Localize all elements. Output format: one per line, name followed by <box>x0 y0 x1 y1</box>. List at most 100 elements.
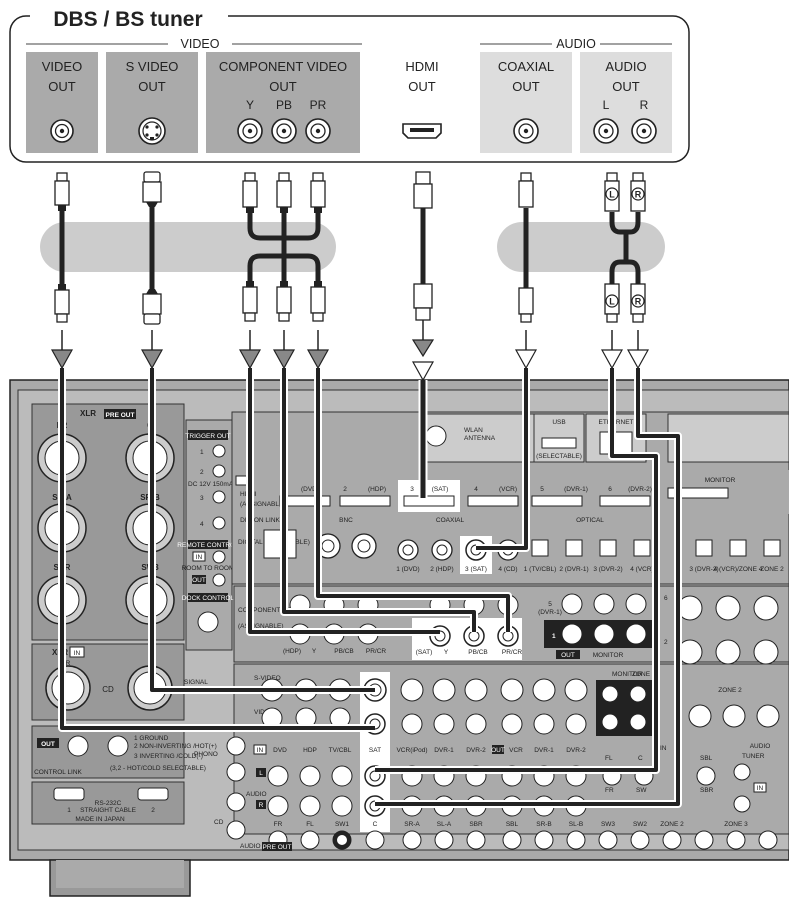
preout-jacks <box>268 830 778 850</box>
xlr-in-r: R <box>66 660 71 667</box>
usb-sub-label: (SELECTABLE) <box>536 453 582 460</box>
trigger-2: 2 <box>200 469 204 476</box>
opt-in2: 2 (DVR-1) <box>559 566 588 573</box>
audio-col-dvr2-out: DVR-2 <box>566 747 586 754</box>
tuner-audio-label: AUDIO <box>750 743 771 750</box>
hdmi-assignable: (ASSIGNABLE) <box>240 501 286 508</box>
s-video-cable <box>142 171 162 325</box>
trigger-spec: DC 12V 150mA MAX. <box>188 481 251 488</box>
control-link-pin1: 1 GROUND <box>134 735 169 742</box>
video-out-sub: OUT <box>48 79 76 94</box>
dock-control-label: DOCK CONTROL <box>182 595 235 602</box>
cable-bundle-highlight-right <box>497 222 665 272</box>
remote-out-badge: OUT <box>192 577 206 584</box>
audio-cable: L R L R <box>604 172 646 323</box>
hdmi-in4-label: (VCR) <box>499 486 517 493</box>
xlr-in-cd: CD <box>102 685 114 694</box>
audio-row-label: AUDIO <box>246 791 267 798</box>
component-pr-jack-icon <box>305 118 331 144</box>
component-in-label: COMPONENT VIDEO <box>238 607 302 614</box>
audio-plug-l-badge-bottom: L <box>609 297 615 307</box>
control-link-pin3: 3 INVERTING /COLD(-) <box>134 753 203 760</box>
component-y-jack-icon <box>237 118 263 144</box>
audio-out-sub: OUT <box>612 79 640 94</box>
pre-srb: SR-B <box>536 821 552 828</box>
s-video-out-label: S VIDEO <box>126 59 179 74</box>
component-pb-label: PB <box>276 98 292 112</box>
arrow-component-pb <box>272 349 296 370</box>
arrow-component-y <box>238 349 262 370</box>
hdmi-in4-num: 4 <box>474 486 478 493</box>
room-to-room-label: ROOM TO ROOM <box>182 565 235 572</box>
opt-in6: 3 (DVR-2) <box>689 566 718 573</box>
cable-zone: L R L R <box>40 171 665 382</box>
component-assignable: (ASSIGNABLE) <box>238 623 284 630</box>
arrow-coaxial <box>514 349 538 370</box>
monitor-label-2: MONITOR <box>593 652 624 659</box>
pre-zone3: ZONE 3 <box>724 821 748 828</box>
trigger-3: 3 <box>200 495 204 502</box>
opt-in4: 4 (VCR) <box>630 566 653 573</box>
multi-fr: FR <box>605 787 614 794</box>
multi-in: IN <box>660 745 667 752</box>
audio-r-jack-icon <box>631 118 657 144</box>
opt-in7: 4 (VCR)/ZONE 4 <box>714 566 763 573</box>
audio-out-label: AUDIO <box>605 59 646 74</box>
audio-l-badge: L <box>259 770 263 777</box>
component-sat-pr: PR/CR <box>502 649 523 656</box>
usb-label: USB <box>552 419 565 426</box>
video-out-rca-icon <box>50 119 74 143</box>
audio-r-badge: R <box>259 802 264 809</box>
audio-col-tvcbl: TV/CBL <box>329 747 352 754</box>
receiver-cable-routes <box>58 368 682 808</box>
trigger-1: 1 <box>200 449 204 456</box>
pre-sw1: SW1 <box>335 821 349 828</box>
optical-in-label: OPTICAL <box>576 517 604 524</box>
coax-in4: 4 (CD) <box>498 566 517 573</box>
rs232c-port1: 1 <box>67 807 71 814</box>
multi-fl: FL <box>605 755 613 762</box>
audio-r-label: R <box>640 98 649 112</box>
s-video-jack-icon <box>138 117 166 145</box>
ethernet-label: ETHERNET <box>598 419 633 426</box>
audio-col-dvr2: DVR-2 <box>466 747 486 754</box>
audio-l-label: L <box>603 98 610 112</box>
video-cable <box>54 172 70 323</box>
audio-preout-label: AUDIO <box>240 843 261 850</box>
arrow-component-pr <box>306 349 330 370</box>
component-6: 6 <box>664 595 668 602</box>
component-pb-jack-icon <box>271 118 297 144</box>
pre-sla: SL-A <box>437 821 452 828</box>
audio-col-hdp: HDP <box>303 747 317 754</box>
arrow-audio-r <box>626 349 650 370</box>
arrow-s-video <box>140 349 164 370</box>
pre-fl: FL <box>306 821 314 828</box>
pre-zone2: ZONE 2 <box>660 821 684 828</box>
pre-sbl: SBL <box>506 821 519 828</box>
wlan-label: WLAN <box>464 427 483 434</box>
receiver-rear-panel: XLR PRE OUT FR C SR-A SR-B SBR SW3 XLR I… <box>9 379 789 897</box>
coaxial-out-jack-icon <box>513 118 539 144</box>
control-link-section <box>31 725 185 779</box>
remote-control-label: REMOTE CONTROL <box>177 542 239 549</box>
video-group-label: VIDEO <box>181 37 220 51</box>
component-out-sub: OUT <box>269 79 297 94</box>
multi-sw: SW <box>636 787 647 794</box>
component-5: 5 <box>548 601 552 608</box>
audio-col-vcr: VCR(iPod) <box>396 747 427 754</box>
zone2-label-2: ZONE 2 <box>718 687 742 694</box>
xlr-preout-badge: PRE OUT <box>106 412 135 419</box>
multi-c: C <box>638 755 643 762</box>
pre-sw3: SW3 <box>601 821 615 828</box>
component-cable-bundle <box>242 172 326 322</box>
tuner-in: IN <box>757 785 764 792</box>
component-out-label: COMPONENT VIDEO <box>219 59 347 74</box>
audio-col-sat: SAT <box>369 747 381 754</box>
coaxial-cable <box>518 172 534 323</box>
device-title: DBS / BS tuner <box>53 8 202 31</box>
coax-in3: 3 (SAT) <box>465 566 487 573</box>
component-sat-y: Y <box>444 649 449 656</box>
hdmi-monitor-label: MONITOR <box>705 477 736 484</box>
component-2: 2 <box>664 639 668 646</box>
made-in-label: MADE IN JAPAN <box>75 816 125 823</box>
